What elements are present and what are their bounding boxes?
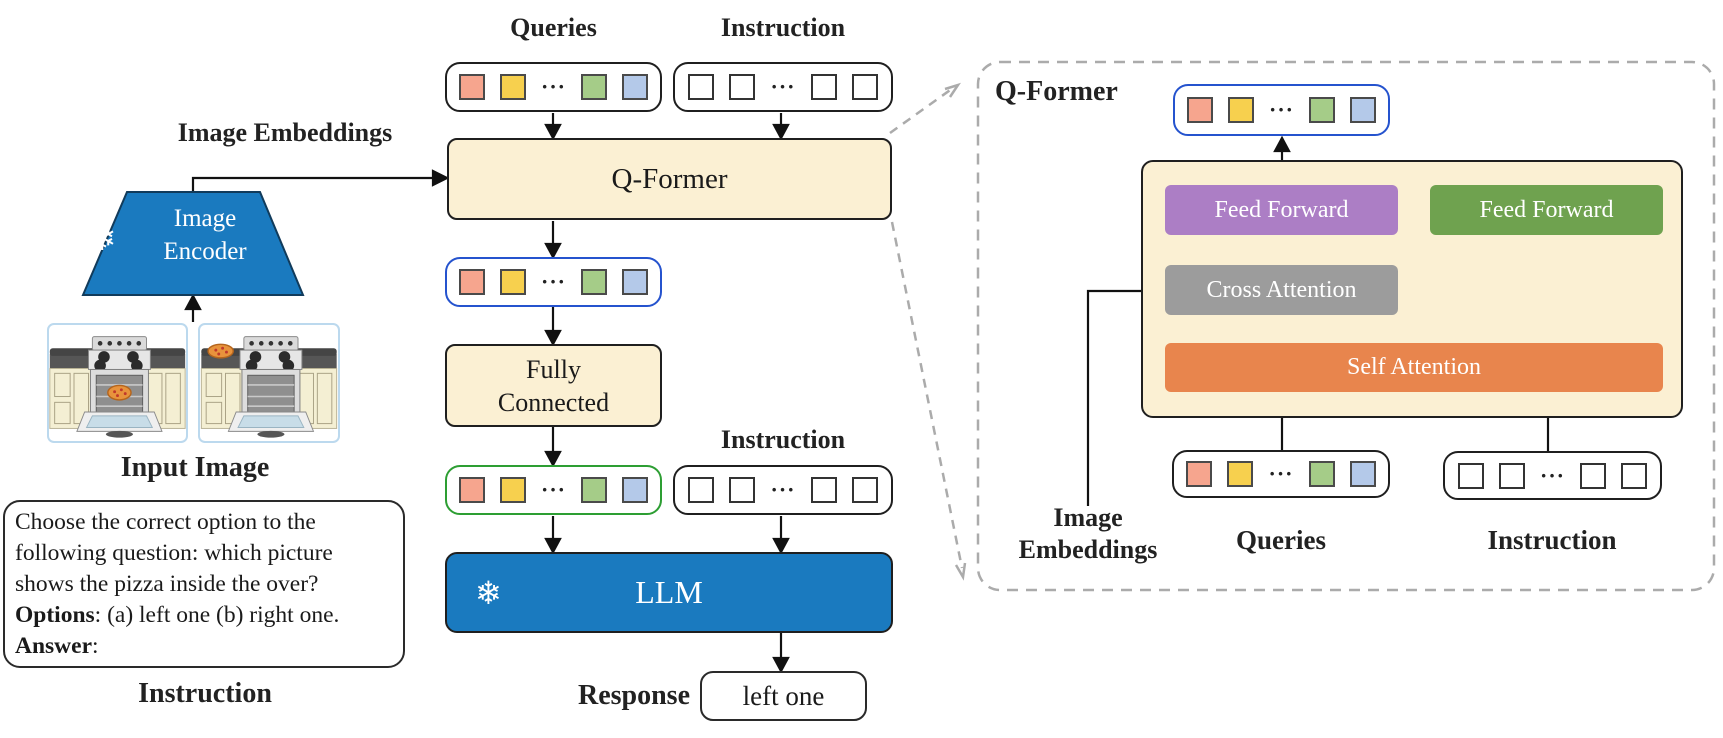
token (458, 269, 485, 295)
token (1350, 97, 1376, 123)
instruction-line: Choose the correct option to the (15, 509, 316, 535)
rp-queries-label: Queries (1236, 524, 1326, 555)
token (458, 74, 485, 100)
dashed-connector-top (889, 82, 961, 135)
ellipsis: ··· (770, 477, 796, 502)
image-encoder-label: Image Encoder (163, 205, 247, 265)
token (622, 269, 648, 295)
token (1186, 97, 1213, 123)
arrow-instruction-to-llm (772, 516, 790, 555)
instruction-line: Answer: (15, 633, 99, 659)
arrow-tokens-to-fully-connected (544, 307, 562, 347)
qformer-box: Q-Former (447, 138, 892, 220)
rp-instruction-tokens-box: ··· (1443, 451, 1662, 500)
token (499, 74, 526, 100)
token (1621, 462, 1647, 489)
pizza-icon (107, 384, 132, 401)
token (729, 477, 756, 503)
instruction-label-top: Instruction (720, 13, 846, 42)
rp-instruction-label: Instruction (1487, 524, 1617, 555)
dashed-connector-bottom (890, 221, 967, 581)
queries-label-top: Queries (510, 13, 597, 42)
token (1227, 461, 1254, 487)
query-output-tokens-box: ··· (445, 257, 662, 307)
token (622, 477, 648, 503)
ellipsis: ··· (770, 74, 796, 99)
arrow-queries-to-qformer (544, 113, 562, 141)
token (1227, 97, 1254, 123)
arrow-instruction-to-qformer (772, 113, 790, 141)
llm-box: ❄ LLM (445, 552, 893, 633)
pizza-icon (207, 343, 234, 359)
ellipsis: ··· (1268, 97, 1294, 122)
instruction-line: following question: which picture (15, 540, 333, 566)
token (499, 477, 526, 503)
token (458, 477, 485, 503)
token (688, 74, 715, 100)
token (1186, 461, 1213, 487)
oven-pizza-outside-illustration (200, 336, 338, 438)
token (622, 74, 648, 100)
snowflake-icon: ❄ (88, 221, 117, 258)
input-image-left (47, 323, 188, 443)
token (581, 74, 607, 100)
arrow-tokens-to-llm (544, 516, 562, 555)
arrow-qformer-to-query-tokens (544, 221, 562, 260)
ellipsis: ··· (540, 74, 566, 99)
instruction-textbox: Choose the correct option to the followi… (3, 500, 405, 668)
image-embeddings-label: Image Embeddings (177, 118, 393, 147)
snowflake-icon: ❄ (475, 575, 502, 611)
oven-pizza-inside-illustration (49, 336, 186, 438)
instruction-line: shows the pizza inside the over? (15, 571, 319, 597)
token (1349, 461, 1376, 487)
self-attention-box: Self Attention (1165, 343, 1663, 392)
feed-forward-left-box: Feed Forward (1165, 185, 1398, 235)
input-image-right (198, 323, 340, 443)
query-tokens-box: ··· (445, 62, 662, 112)
token (1308, 461, 1335, 487)
token (810, 74, 837, 100)
instruction-tokens-box: ··· (673, 62, 893, 112)
token (1498, 462, 1525, 489)
arrow-input-image-to-encoder (184, 293, 202, 322)
token (1457, 462, 1484, 489)
cross-attention-box: Cross Attention (1165, 265, 1398, 315)
rp-image-embeddings-label: Image Embeddings (1018, 503, 1158, 564)
ellipsis: ··· (540, 477, 566, 502)
token (729, 74, 756, 100)
response-box: left one (700, 671, 867, 721)
feed-forward-right-box: Feed Forward (1430, 185, 1663, 235)
qformer-detail-title: Q-Former (995, 76, 1118, 107)
token (1309, 97, 1335, 123)
token (810, 477, 837, 503)
token (851, 477, 878, 503)
arrow-llm-to-response (772, 633, 790, 674)
rp-output-tokens-box: ··· (1173, 84, 1390, 136)
token (851, 74, 878, 100)
token (499, 269, 526, 295)
llm-label: LLM (635, 574, 703, 610)
instruction-tokens-box-mid: ··· (673, 465, 893, 515)
instruction-label-left: Instruction (138, 678, 272, 709)
ellipsis: ··· (1539, 462, 1565, 488)
arrow-fully-connected-to-tokens (544, 427, 562, 468)
token (688, 477, 715, 503)
instruction-line: Options: (a) left one (b) right one. (15, 602, 340, 628)
token (581, 477, 607, 503)
projected-tokens-box: ··· (445, 465, 662, 515)
rp-query-tokens-box: ··· (1172, 450, 1390, 498)
token (581, 269, 607, 295)
response-label: Response (577, 680, 690, 711)
token (1580, 462, 1606, 489)
instruction-label-mid: Instruction (720, 425, 846, 454)
fully-connected-box: Fully Connected (445, 344, 662, 427)
ellipsis: ··· (540, 269, 566, 294)
input-image-label: Input Image (120, 452, 270, 483)
arrow-image-embeddings-to-qformer (191, 169, 450, 193)
ellipsis: ··· (1268, 461, 1294, 486)
